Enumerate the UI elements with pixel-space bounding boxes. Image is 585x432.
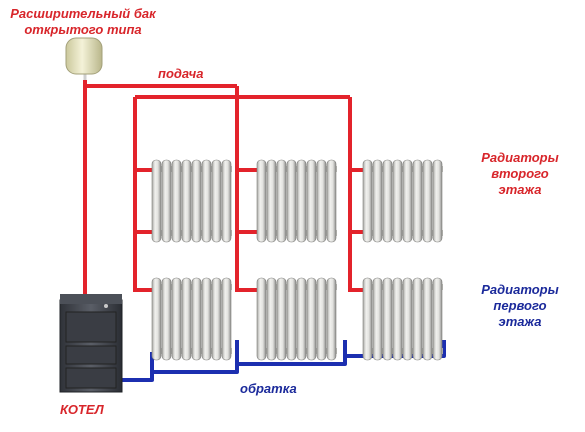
expansion-tank-icon xyxy=(65,37,103,80)
upper-radiators-label: Радиаторы второго этажа xyxy=(470,150,570,198)
boiler-icon xyxy=(59,294,123,393)
radiators xyxy=(151,159,443,361)
supply-pipes xyxy=(83,80,363,298)
boiler-label: КОТЕЛ xyxy=(60,402,104,417)
radiator-icon xyxy=(362,277,443,361)
lower-radiators-label: Радиаторы первого этажа xyxy=(470,282,570,330)
upper-radiators-line-1: Радиаторы xyxy=(481,150,559,165)
tank-label-line-2: открытого типа xyxy=(24,22,142,37)
radiator-icon xyxy=(362,159,443,243)
supply-label: подача xyxy=(158,66,204,81)
radiator-icon xyxy=(151,159,232,243)
return-label: обратка xyxy=(240,381,297,396)
radiator-icon xyxy=(151,277,232,361)
tank-label-line-1: Расширительный бак xyxy=(10,6,156,21)
radiator-icon xyxy=(256,159,337,243)
lower-radiators-line-3: этажа xyxy=(498,314,542,329)
lower-radiators-line-1: Радиаторы xyxy=(481,282,559,297)
upper-radiators-line-3: этажа xyxy=(498,182,542,197)
tank-label: Расширительный бак открытого типа xyxy=(8,6,158,38)
lower-radiators-line-2: первого xyxy=(493,298,547,313)
upper-radiators-line-2: второго xyxy=(491,166,549,181)
radiator-icon xyxy=(256,277,337,361)
